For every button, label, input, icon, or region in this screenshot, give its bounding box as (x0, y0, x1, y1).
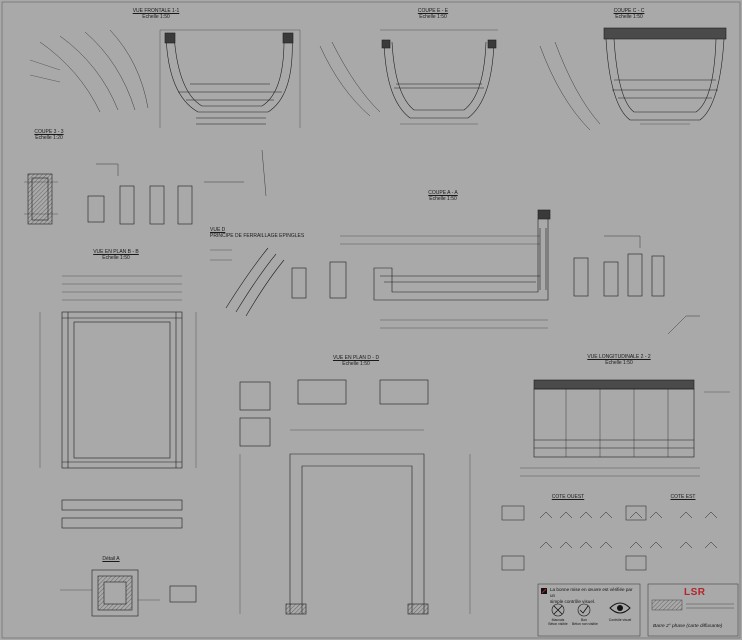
title-cote-est: COTE EST (670, 494, 696, 500)
coupe-a-drawing (291, 209, 700, 335)
cross-icon (551, 603, 565, 617)
coupe-c-drawing (539, 27, 727, 131)
title-detail-a: Détail A (102, 556, 120, 562)
title-cote-ouest: COTE OUEST (551, 494, 585, 500)
coupe-e-drawing (319, 29, 498, 125)
phase-caption: Barre 2° phase (carte diffusante) (653, 624, 723, 629)
vue-en-plan-d-drawing (239, 379, 471, 615)
legend-note: La bonne mise en œuvre est vérifiée par … (550, 587, 633, 604)
coupe-3-drawing (24, 149, 267, 225)
vue-d-drawing (210, 247, 285, 317)
check-icon (577, 603, 591, 617)
legend-box (537, 583, 641, 637)
cote-ouest-est-drawing (501, 505, 718, 571)
company-logo: LSR (684, 587, 706, 598)
detail-a-drawing (60, 569, 197, 617)
vue-longitudinale-drawing (520, 379, 730, 477)
vue-en-plan-b-drawing (39, 275, 197, 529)
eye-icon (609, 602, 631, 614)
vue-frontale-drawing (29, 29, 301, 128)
legend-label-visual: Contrôle visuel (608, 618, 632, 622)
title-block (647, 583, 739, 637)
